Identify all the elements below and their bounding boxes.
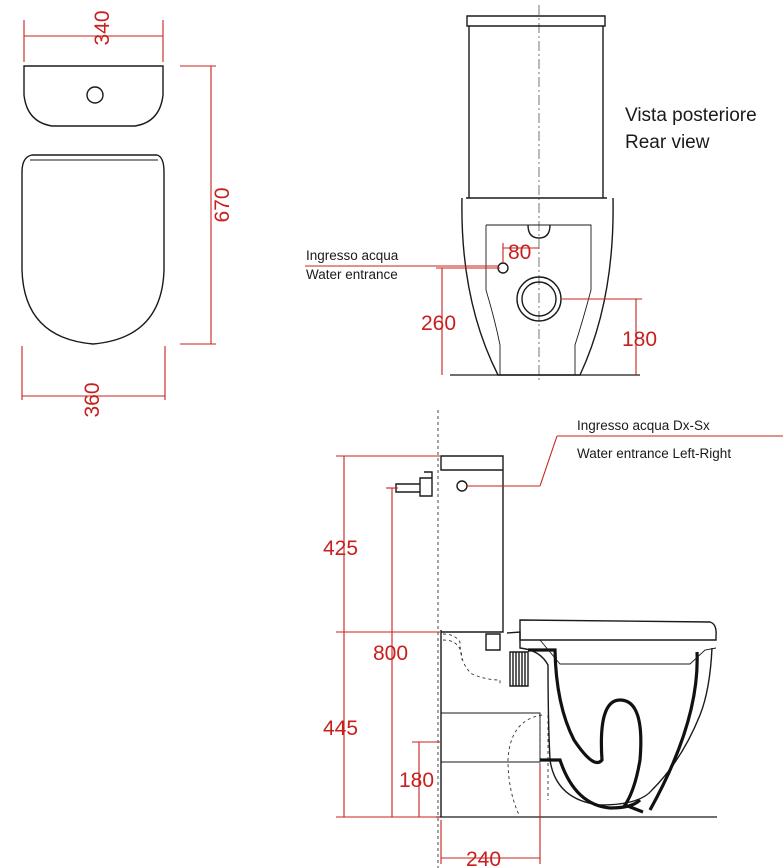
dim-label-240: 240 <box>466 848 501 868</box>
rear-view-tank-body <box>466 26 607 199</box>
side-view-bowl-trapway <box>528 648 644 814</box>
dim-label-670: 670 <box>211 187 234 222</box>
rear-view-title-it: Vista posteriore <box>625 105 757 126</box>
rear-view-title-en: Rear view <box>625 132 710 153</box>
side-view-seat-underside <box>539 639 717 665</box>
dim-label-425: 425 <box>323 537 358 560</box>
rear-water-label-en: Water entrance <box>306 267 398 282</box>
rear-view-flush-recess <box>527 224 551 239</box>
dim-label-360: 360 <box>81 382 104 417</box>
rear-view-tank-outline <box>466 15 606 27</box>
dim-label-80: 80 <box>508 241 531 264</box>
side-view: Ingresso acqua Dx-Sx Water entrance Left… <box>323 410 783 868</box>
dim-label-180-side: 180 <box>399 769 434 792</box>
side-view-bowl-rim <box>648 651 699 811</box>
rear-view-bowl-inner <box>485 224 592 375</box>
rear-view-outlet-outer <box>516 276 562 322</box>
side-view-trap-hidden <box>507 714 549 818</box>
side-view-inlet-pipe <box>485 633 501 651</box>
dim-label-800: 800 <box>373 642 408 665</box>
side-view-seat <box>519 619 717 641</box>
side-view-bowl-trap-lower <box>540 758 642 810</box>
side-water-leader-diag <box>539 435 558 487</box>
side-view-water-entrance-hole <box>456 480 468 492</box>
dim-label-260: 260 <box>421 312 456 335</box>
side-view-pedestal-hidden <box>442 633 501 686</box>
top-view: 340 670 360 <box>21 10 234 418</box>
top-view-seat-outline <box>21 154 165 345</box>
side-view-tank-outline <box>440 455 504 633</box>
side-view-outlet-connector <box>509 651 529 687</box>
dim-label-180-rear: 180 <box>622 328 657 351</box>
top-view-flush-hole <box>86 86 104 104</box>
rear-view-outlet-inner <box>521 281 557 317</box>
side-water-label-it: Ingresso acqua Dx-Sx <box>577 418 710 433</box>
rear-water-label-it: Ingresso acqua <box>306 248 399 263</box>
dim-label-340: 340 <box>91 10 114 45</box>
side-view-pedestal-box <box>441 712 541 763</box>
side-water-label-en: Water entrance Left-Right <box>577 446 731 461</box>
top-view-tank-outline <box>23 65 164 127</box>
side-view-bowl-outer <box>506 631 713 806</box>
rear-view: Vista posteriore Rear view Ingresso acqu… <box>305 5 757 380</box>
side-view-water-valve <box>395 471 433 497</box>
dim-label-445: 445 <box>323 717 358 740</box>
